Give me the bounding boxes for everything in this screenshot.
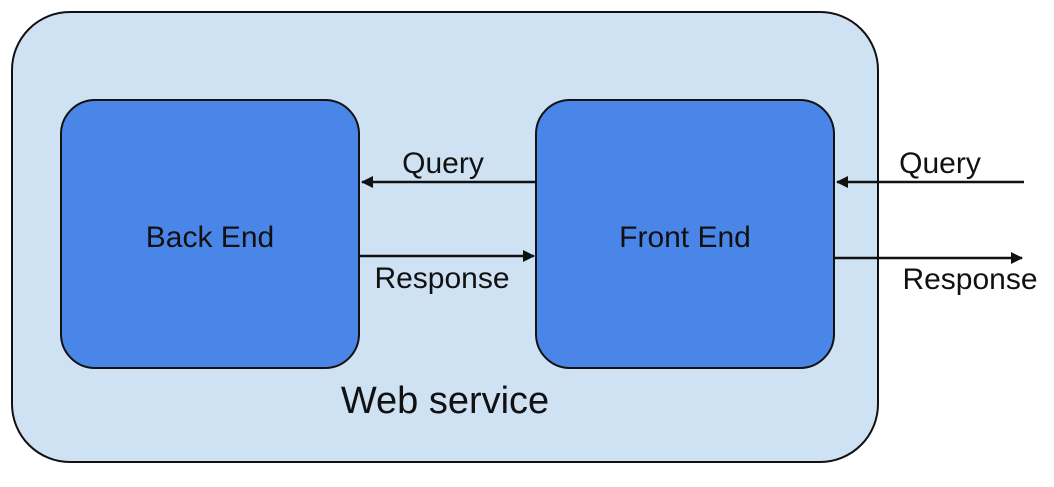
back-end-label: Back End — [146, 221, 274, 254]
external-response-edge: Response — [834, 252, 1038, 296]
web-service-label: Web service — [341, 380, 549, 422]
internal-response-label: Response — [374, 262, 509, 295]
internal-query-edge: Query — [361, 147, 536, 188]
external-query-label: Query — [899, 147, 981, 180]
internal-query-label: Query — [402, 147, 484, 180]
internal-response-edge: Response — [359, 250, 535, 295]
external-query-edge: Query — [836, 147, 1024, 188]
front-end-label: Front End — [619, 221, 751, 254]
back-end-node: Back End — [60, 99, 360, 369]
front-end-node: Front End — [535, 99, 835, 369]
front-end-box — [535, 99, 835, 369]
external-response-label: Response — [902, 263, 1037, 296]
back-end-box — [60, 99, 360, 369]
